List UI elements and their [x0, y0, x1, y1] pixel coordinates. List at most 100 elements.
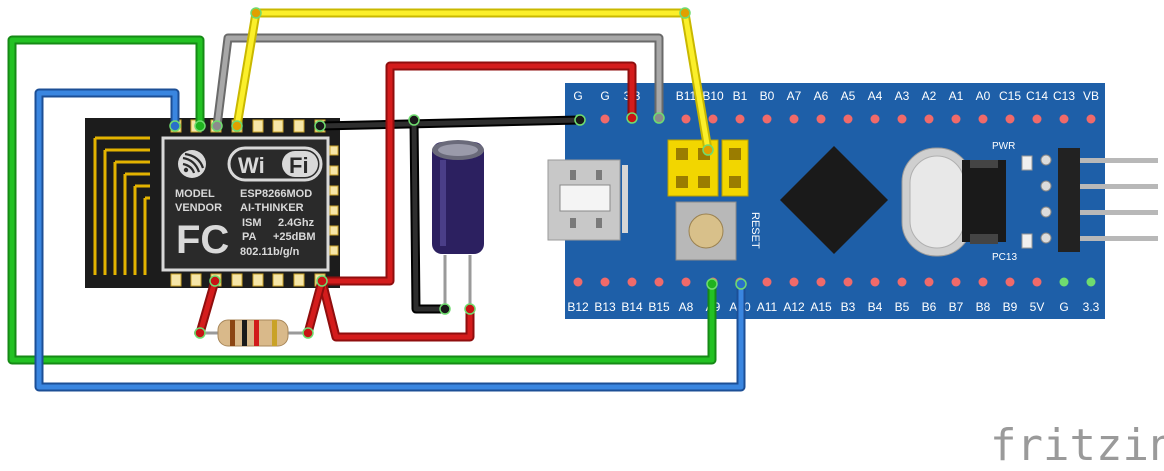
bottom-pin-11 — [870, 277, 880, 287]
top-pin-label: C14 — [1026, 89, 1048, 103]
svg-text:Wi: Wi — [238, 153, 265, 178]
top-pin-18 — [1059, 114, 1069, 124]
wire-black-core — [317, 117, 583, 312]
electrolytic-capacitor — [432, 140, 484, 305]
bottom-pin-label: A8 — [679, 300, 694, 314]
bottom-pin-label: B14 — [621, 300, 643, 314]
vendor-value: AI-THINKER — [240, 202, 304, 214]
bottom-pin-8 — [789, 277, 799, 287]
wire-endpoint-11 — [250, 7, 262, 19]
bottom-pin-label: A11 — [757, 300, 778, 314]
wire-endpoint-4 — [314, 120, 326, 132]
ism-value: 2.4Ghz — [278, 217, 315, 229]
esp-bottom-pin-5 — [272, 273, 284, 287]
top-pin-label: A2 — [922, 89, 937, 103]
esp-top-pin-5 — [272, 119, 284, 133]
bottom-pin-2 — [627, 277, 637, 287]
wire-endpoint-15 — [194, 327, 206, 339]
antenna-trace — [93, 136, 150, 275]
top-pin-label: A4 — [868, 89, 883, 103]
bottom-pin-0 — [573, 277, 583, 287]
wire-red-cap-core — [319, 278, 473, 340]
bottom-pin-17 — [1032, 277, 1042, 287]
top-pin-14 — [951, 114, 961, 124]
bottom-pin-label: B7 — [949, 300, 964, 314]
bottom-pin-10 — [843, 277, 853, 287]
header-pin-0 — [1080, 158, 1158, 163]
bottom-pin-label: B4 — [868, 300, 883, 314]
wire-green-core — [9, 37, 715, 363]
top-pin-label: B11 — [676, 89, 697, 103]
top-pin-label: C13 — [1053, 89, 1075, 103]
pc13-label: PC13 — [992, 252, 1017, 263]
wire-endpoint-8 — [702, 144, 714, 156]
top-pin-label: B0 — [760, 89, 775, 103]
wire-endpoint-10 — [735, 278, 747, 290]
pa-label: PA — [242, 231, 257, 243]
header-pin-1 — [1080, 184, 1158, 189]
bottom-pin-12 — [897, 277, 907, 287]
top-pin-19 — [1086, 114, 1096, 124]
top-pin-7 — [762, 114, 772, 124]
top-pin-11 — [870, 114, 880, 124]
top-pin-label: A0 — [976, 89, 991, 103]
top-pin-label: B1 — [733, 89, 748, 103]
bottom-pin-label: 3.3 — [1083, 300, 1100, 314]
mcu-chip — [780, 146, 888, 254]
wire-endpoint-5 — [574, 114, 586, 126]
bottom-pin-label: B15 — [648, 300, 670, 314]
top-pin-label: A1 — [949, 89, 964, 103]
esp-bottom-pin-1 — [190, 273, 202, 287]
bottom-pin-label: B13 — [594, 300, 616, 314]
wire-endpoint-18 — [464, 303, 476, 315]
esp-right-pin-0 — [329, 145, 339, 156]
wire-blue-core — [36, 90, 744, 390]
top-pin-4 — [681, 114, 691, 124]
bottom-pin-label: A12 — [783, 300, 805, 314]
top-pin-label: A3 — [895, 89, 910, 103]
wire-endpoint-14 — [316, 275, 328, 287]
bottom-pin-label: 5V — [1030, 300, 1045, 314]
bottom-pin-label: B6 — [922, 300, 937, 314]
crystal-oscillator — [901, 147, 973, 257]
model-label: MODEL — [175, 188, 215, 200]
bottom-pin-3 — [654, 277, 664, 287]
top-pin-15 — [978, 114, 988, 124]
wire-endpoint-16 — [302, 327, 314, 339]
esp-right-pin-3 — [329, 205, 339, 216]
top-pin-label: A7 — [787, 89, 802, 103]
wire-endpoint-0 — [194, 120, 206, 132]
wires — [7, 8, 746, 392]
bottom-pin-label: A15 — [810, 300, 832, 314]
esp-right-pin-4 — [329, 225, 339, 236]
bottom-pin-7 — [762, 277, 772, 287]
wire-endpoint-6 — [626, 112, 638, 124]
reset-label: RESET — [749, 212, 761, 249]
header-pad-1 — [1040, 180, 1052, 192]
pwr-label: PWR — [992, 141, 1015, 152]
debug-header — [1040, 148, 1158, 252]
header-pad-0 — [1040, 154, 1052, 166]
header-pin-2 — [1080, 210, 1158, 215]
ism-label: ISM — [242, 217, 262, 229]
top-pin-label: G — [600, 89, 609, 103]
bottom-pin-13 — [924, 277, 934, 287]
protocol-text: 802.11b/g/n — [240, 246, 300, 258]
wire-endpoint-12 — [679, 7, 691, 19]
esp-bottom-pin-3 — [231, 273, 243, 287]
bottom-pin-1 — [600, 277, 610, 287]
esp8266-module: Wi Fi MODEL ESP8266MOD VENDOR AI-THINKER… — [85, 118, 340, 288]
top-pin-16 — [1005, 114, 1015, 124]
bottom-pin-19 — [1086, 277, 1096, 287]
top-pin-label: G — [573, 89, 582, 103]
pc13-led — [1021, 233, 1033, 249]
top-pin-10 — [843, 114, 853, 124]
bottom-pin-label: B5 — [895, 300, 910, 314]
bottom-pin-4 — [681, 277, 691, 287]
wire-endpoint-2 — [211, 120, 223, 132]
esp-right-pin-5 — [329, 245, 339, 256]
wire-endpoints — [169, 7, 747, 339]
